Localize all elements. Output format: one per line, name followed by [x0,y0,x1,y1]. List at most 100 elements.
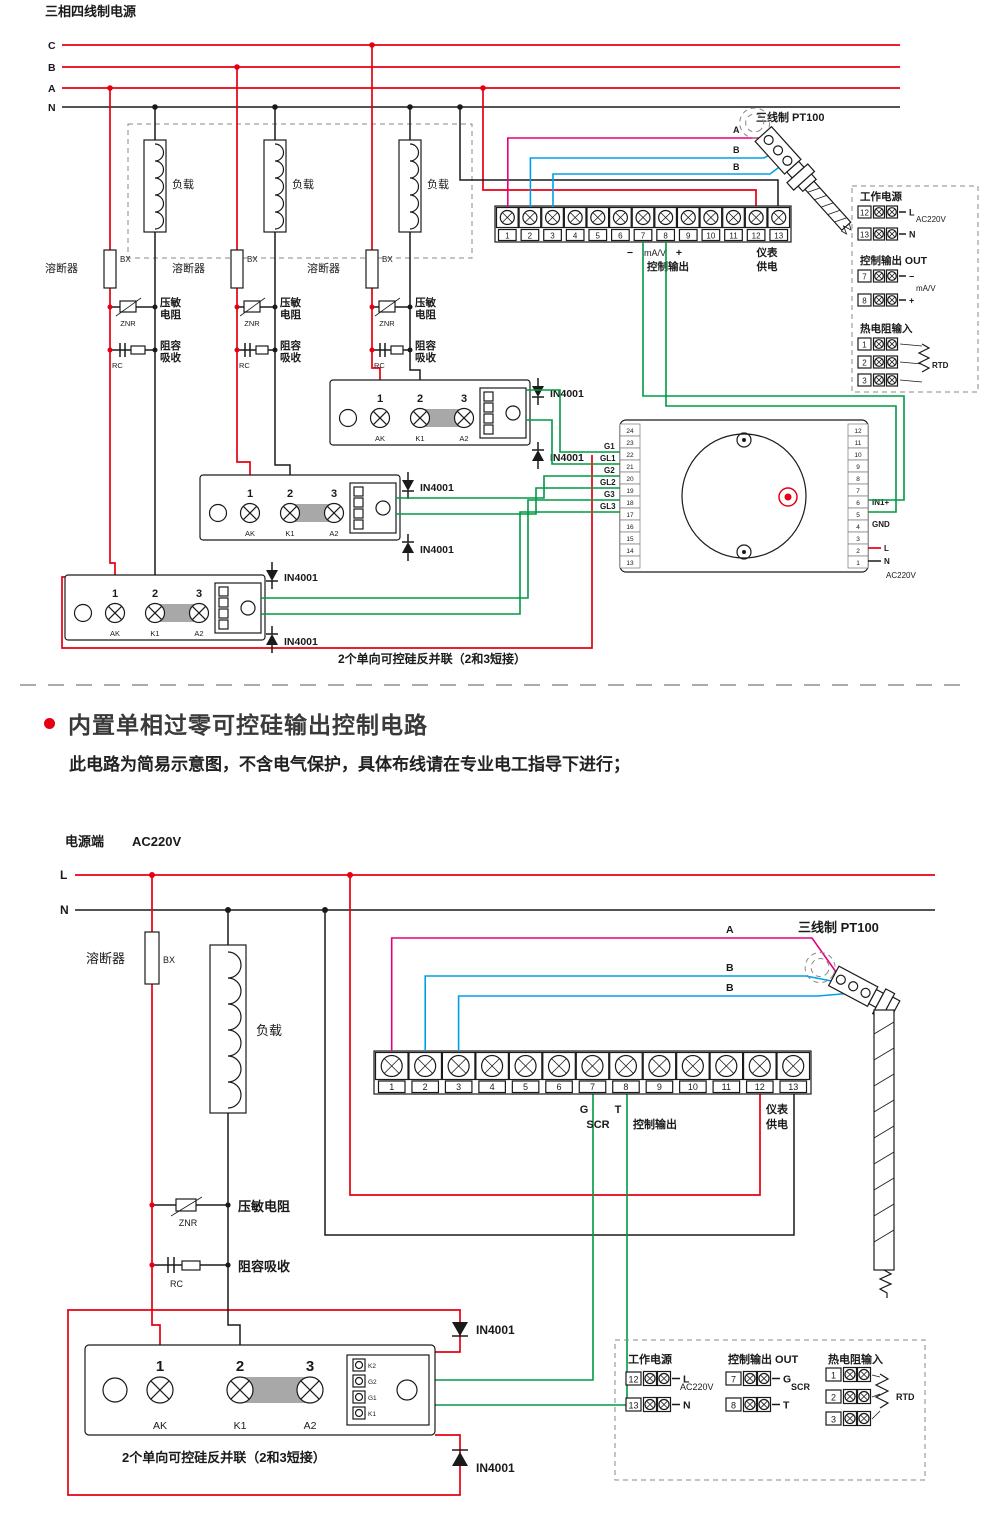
svg-text:2: 2 [528,232,533,241]
svg-text:G2: G2 [368,1379,377,1386]
svg-text:1: 1 [831,1371,836,1381]
phase-lines: C B A N [48,40,900,114]
scr-module-1: 1 2 3 AK K1 A2 [64,574,266,641]
svg-text:L: L [909,208,915,218]
junction-dots [149,872,353,1268]
svg-text:13: 13 [774,232,783,241]
strip-terminal: 4 [475,1051,509,1094]
svg-text:12: 12 [755,1082,765,1092]
terminal-strip: 1 2 3 4 [373,1050,812,1131]
diode-label: IN4001 [420,482,454,494]
terminal-number: 2 [236,1358,244,1375]
znr-label: 压敏 [280,296,301,309]
scr-module: 1 2 3 AK K1 A2 K2 G2 G1 K1 [84,1344,436,1436]
svg-text:8: 8 [731,1401,736,1411]
n-label: N [60,903,69,917]
controller-terminal-right: 4 [847,519,869,533]
svg-text:1: 1 [389,1082,394,1092]
gate-terminal: K2 [352,1358,376,1372]
legend-row-12: 12 L [625,1370,690,1387]
top-title: 三相四线制电源 [45,4,136,19]
rc-label: 阻容 [415,339,436,352]
strip-terminal: 9 [642,1051,677,1094]
rc-label: 吸收 [160,351,181,364]
varistor: ZNR 压敏电阻 [152,1196,290,1228]
svg-text:+: + [909,296,914,306]
scr-label: SCR [586,1119,609,1131]
controller-terminal-left: 22 [619,447,641,461]
diode-label: IN4001 [550,388,584,400]
svg-text:7: 7 [641,232,646,241]
controller-terminal-left: 20 [619,471,641,485]
diode-1 [452,1322,468,1337]
legend-panel: 工作电源 12 L AC220V 13 N 控制输出 OUT 7 G SCR 8… [614,1339,926,1481]
load-label: 负载 [172,177,194,191]
svg-text:G1: G1 [368,1395,377,1402]
meter-supply-label: 供电 [765,1117,788,1131]
svg-text:10: 10 [854,452,862,459]
wire-a-label: A [726,924,734,936]
terminal-number: 1 [112,588,118,600]
fuse-3: 溶断器 BX [307,249,393,289]
phase-b-label: B [48,62,56,74]
rc-label: 阻容 [280,339,301,352]
terminal-number: 3 [331,488,337,500]
wiring-black [227,910,795,1345]
rc-label: 吸收 [280,351,301,364]
rc-snubber: RC 阻容吸收 [152,1257,291,1289]
diode-label: IN4001 [284,572,318,584]
phase-a-label: A [48,83,56,95]
bottom-circuit-diagram: 电源端 AC220V L N 溶断器 BX 负载 ZNR 压敏电阻 [0,820,990,1523]
znr-code: ZNR [120,319,136,328]
controller-terminal-right: 10 [847,447,869,461]
gate-label: G3 [604,490,615,499]
load-1: 负载 [143,139,194,233]
in1-label: IN1+ [872,498,889,507]
rc-snubber-1: RC 阻容 吸收 [110,339,181,370]
fuse-label: 溶断器 [307,261,340,275]
controller-terminal-right: 6 [847,495,869,509]
wire-a-label: A [733,125,740,135]
svg-text:1: 1 [505,232,510,241]
g-label: G [580,1104,589,1116]
terminal-label-a2: A2 [304,1420,317,1432]
legend-out-title: 控制输出 OUT [860,254,928,267]
svg-text:1: 1 [862,341,867,350]
gate-label: G1 [604,442,615,451]
strip-terminal: 2 [408,1051,443,1094]
gate-label: GL2 [600,478,616,487]
rc-label: 阻容吸收 [238,1259,291,1274]
legend-scr-label: SCR [791,1382,811,1392]
rc-label: 吸收 [415,351,436,364]
output-plus: + [676,247,682,259]
svg-text:13: 13 [788,1082,798,1092]
svg-text:7: 7 [731,1375,736,1385]
legend-panel: 工作电源 12 L AC220V 13 N 控制输出 OUT 7 − mA/V … [851,185,979,393]
fuse-label: 溶断器 [172,261,205,275]
znr-label: 电阻 [160,308,181,321]
gate-terminal: G1 [352,1390,377,1404]
legend-row-r1: 1 [857,337,899,351]
svg-text:6: 6 [556,1082,561,1092]
legend-row-r2: 2 [857,355,899,369]
section-heading-block: 内置单相过零可控硅输出控制电路 此电路为简易示意图，不含电气保护，具体布线请在专… [0,690,990,820]
l-label: L [60,868,67,882]
legend-row-13: 13 N [625,1396,691,1413]
section-title: 内置单相过零可控硅输出控制电路 [68,712,428,738]
strip-terminal: 13 [767,206,791,242]
diode-label: IN4001 [476,1323,515,1337]
terminal-strip: 1 2 3 4 [494,205,792,273]
load-label: 负载 [427,177,449,191]
strip-terminal: 12 [744,206,768,242]
svg-text:10: 10 [706,232,715,241]
rc-code: RC [239,361,250,370]
znr-label: 压敏 [415,296,436,309]
diode-label: IN4001 [550,452,584,464]
controller-terminal-left: 17 [619,507,641,521]
pt100-wires: A B B [507,125,787,207]
strip-terminal: 8 [654,206,678,242]
fuse-1: 溶断器 BX [45,249,131,289]
bullet-icon [44,717,55,729]
svg-text:12: 12 [628,1375,638,1385]
rc-snubber-3: RC 阻容 吸收 [372,339,436,370]
